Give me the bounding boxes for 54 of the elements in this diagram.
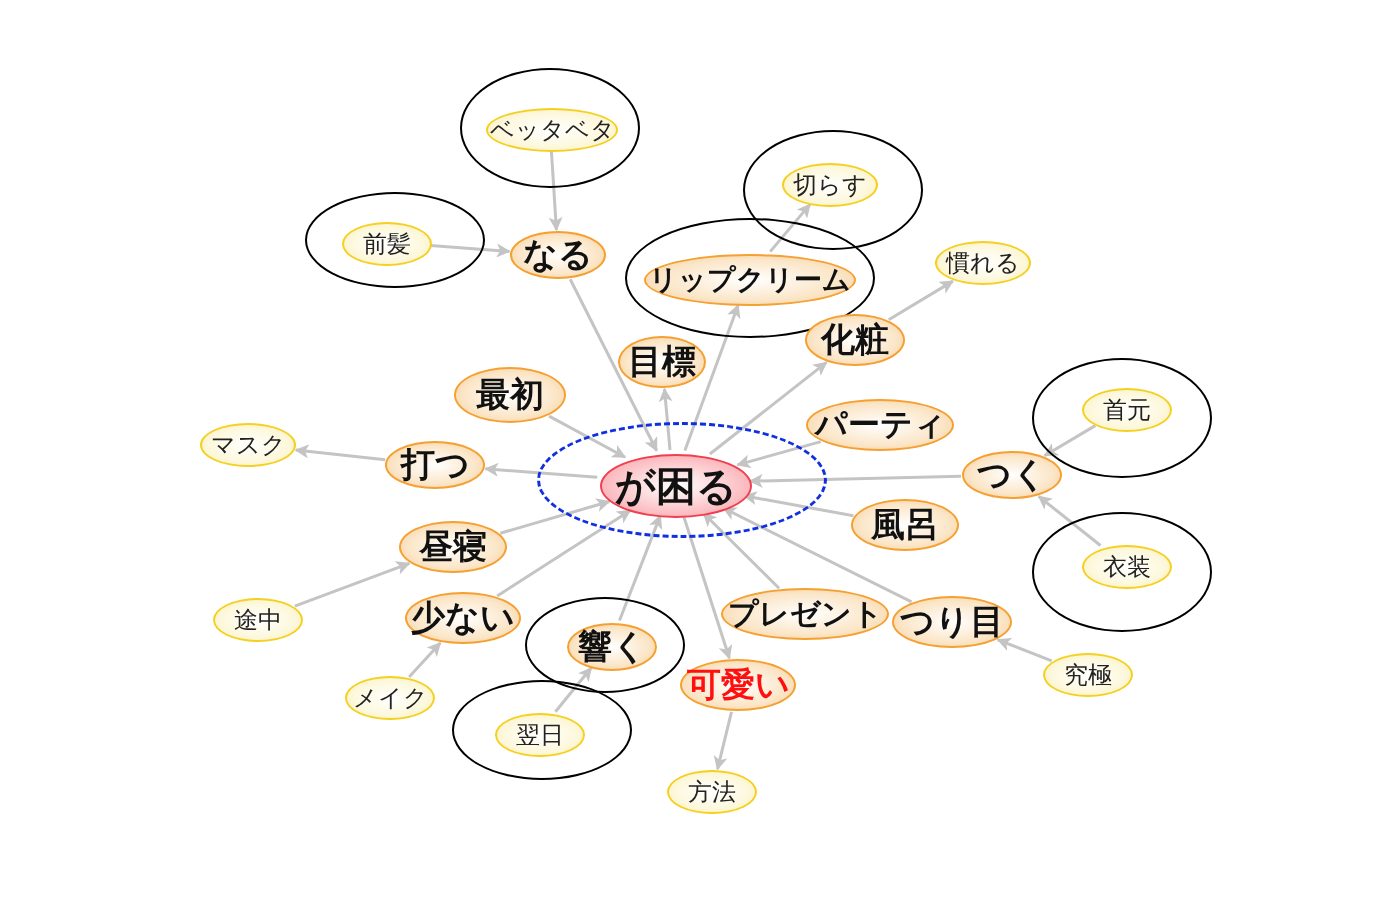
keyword-bubble: 切らす bbox=[782, 163, 878, 207]
keyword-bubble: 究極 bbox=[1043, 653, 1133, 697]
arrow bbox=[1037, 495, 1102, 547]
arrow bbox=[658, 387, 673, 451]
keyword-bubble: 少ない bbox=[405, 592, 521, 644]
highlight-ellipse bbox=[452, 680, 632, 780]
keyword-bubble: 途中 bbox=[213, 598, 303, 642]
keyword-bubble: メイク bbox=[345, 676, 435, 720]
arrow bbox=[996, 637, 1053, 663]
keyword-bubble: 打つ bbox=[385, 441, 485, 489]
keyword-bubble: 前髪 bbox=[342, 222, 432, 266]
keyword-bubble: パーティ bbox=[806, 399, 954, 451]
arrow bbox=[548, 150, 563, 232]
arrow bbox=[1043, 424, 1097, 457]
keyword-bubble: 化粧 bbox=[805, 314, 905, 366]
highlight-ellipse bbox=[460, 68, 640, 188]
keyword-bubble: 最初 bbox=[454, 367, 566, 423]
keyword-bubble: 響く bbox=[567, 623, 657, 671]
highlight-ellipse bbox=[743, 130, 923, 250]
keyword-bubble: つり目 bbox=[892, 596, 1012, 648]
highlight-ellipse bbox=[525, 597, 685, 693]
arrow bbox=[736, 440, 822, 469]
arrow bbox=[887, 279, 954, 321]
keyword-bubble: 昼寝 bbox=[399, 521, 507, 573]
keyword-bubble: 首元 bbox=[1082, 388, 1172, 432]
arrow bbox=[683, 303, 741, 451]
arrow bbox=[722, 506, 913, 604]
keyword-bubble: 慣れる bbox=[935, 241, 1031, 285]
keyword-bubble: リップクリーム bbox=[644, 254, 856, 306]
arrow bbox=[682, 515, 733, 660]
keyword-bubble: 風呂 bbox=[851, 499, 959, 551]
arrow bbox=[430, 243, 511, 258]
arrow bbox=[708, 361, 828, 456]
keyword-bubble: なる bbox=[510, 231, 606, 279]
arrow bbox=[713, 711, 733, 771]
arrow bbox=[568, 278, 659, 452]
keyword-bubble: 目標 bbox=[618, 336, 706, 388]
keyword-bubble: プレゼント bbox=[721, 588, 889, 640]
keyword-bubble: 可愛い bbox=[680, 659, 796, 711]
keyword-bubble: つく bbox=[962, 451, 1062, 499]
arrow bbox=[496, 509, 632, 598]
highlight-ellipse bbox=[305, 192, 485, 288]
highlight-ellipse bbox=[1032, 512, 1212, 632]
arrow bbox=[484, 462, 598, 479]
keyword-bubble: 方法 bbox=[667, 770, 757, 814]
central-keyword-bubble: が困る bbox=[600, 454, 752, 518]
keyword-bubble: ベッタベタ bbox=[486, 108, 618, 152]
arrow bbox=[294, 561, 411, 608]
arrow bbox=[408, 641, 442, 679]
arrow bbox=[548, 414, 627, 459]
keyword-bubble: マスク bbox=[200, 423, 296, 467]
keyword-bubble: 衣装 bbox=[1082, 545, 1172, 589]
arrow bbox=[294, 444, 386, 462]
keyword-bubble: 翌日 bbox=[495, 713, 585, 757]
